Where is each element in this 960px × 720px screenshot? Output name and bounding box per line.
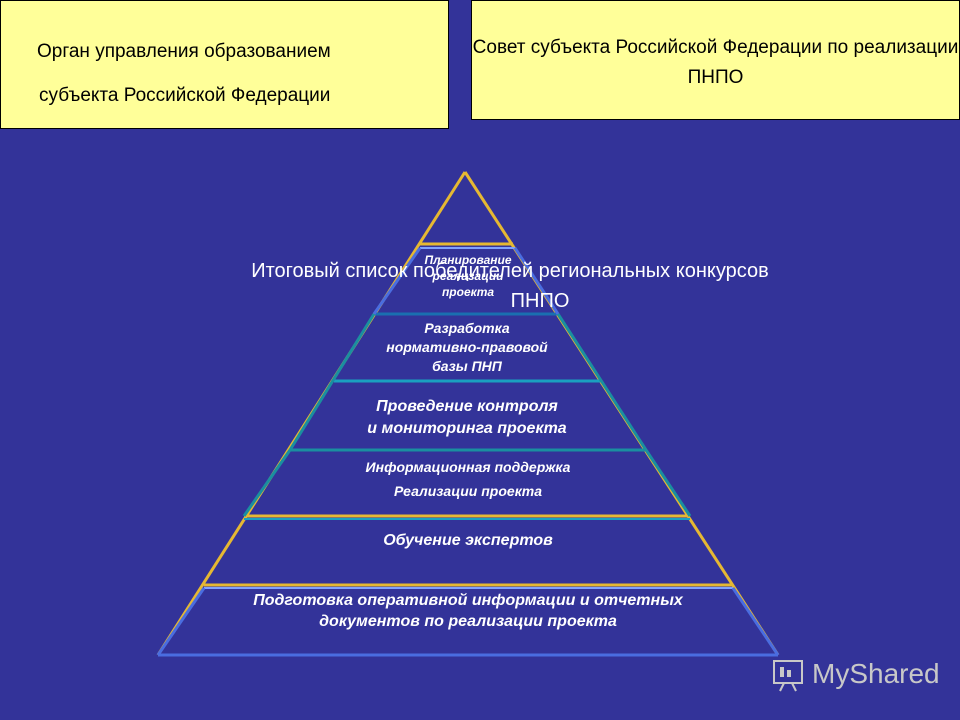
edge-seg-l4 xyxy=(242,449,292,517)
education-authority-box: Орган управления образованием субъекта Р… xyxy=(0,0,449,129)
level5-line1: Обучение экспертов xyxy=(383,532,553,549)
watermark-text: MyShared xyxy=(812,658,940,689)
level6-line1: Подготовка оперативной информации и отче… xyxy=(253,592,683,609)
overlay-winners-title: Итоговый список победителей региональных… xyxy=(190,256,830,316)
edge-seg-r2 xyxy=(513,247,560,315)
level1-line2: реализации xyxy=(432,269,504,283)
pyramid-level-planning: Планирование реализации проекта xyxy=(400,252,536,300)
edge-seg-r6 xyxy=(731,587,780,656)
level3-line2: и мониторинга проекта xyxy=(367,420,567,437)
pyramid-level-legal-base: Разработка нормативно-правовой базы ПНП xyxy=(350,319,584,376)
edge-seg-l6 xyxy=(156,587,206,656)
level3-line1: Проведение контроля xyxy=(376,398,558,415)
edge-seg-r4 xyxy=(644,449,692,517)
level2-line3: базы ПНП xyxy=(432,358,502,374)
education-authority-line1: Орган управления образованием xyxy=(37,41,331,62)
level4-line1: Информационная поддержка xyxy=(365,459,571,475)
level6-line2: документов по реализации проекта xyxy=(319,613,617,630)
pyramid-level-info-support: Информационная поддержка Реализации прое… xyxy=(280,455,656,503)
level2-line1: Разработка xyxy=(424,320,510,336)
level1-line1: Планирование xyxy=(424,253,512,267)
education-authority-line2: субъекта Российской Федерации xyxy=(39,85,331,106)
edge-seg-l3 xyxy=(288,313,376,451)
level1-line3: проекта xyxy=(441,285,495,299)
presentation-icon xyxy=(773,660,803,692)
pyramid-level-monitoring: Проведение контроля и мониторинга проект… xyxy=(300,396,634,440)
level4-line2: Реализации проекта xyxy=(393,483,543,499)
overlay-title-line2: ПНПО xyxy=(510,290,570,312)
council-text: Совет субъекта Российской Федерации по р… xyxy=(472,37,959,88)
overlay-title-line1: Итоговый список победителей региональных… xyxy=(251,260,769,282)
pyramid-level-reporting: Подготовка оперативной информации и отче… xyxy=(170,590,766,632)
pyramid-level-expert-training: Обучение экспертов xyxy=(260,530,676,552)
edge-seg-l2 xyxy=(372,247,422,315)
watermark-logo: MyShared xyxy=(770,655,950,695)
level2-line2: нормативно-правовой xyxy=(386,339,548,355)
edge-seg-r3 xyxy=(556,313,648,451)
